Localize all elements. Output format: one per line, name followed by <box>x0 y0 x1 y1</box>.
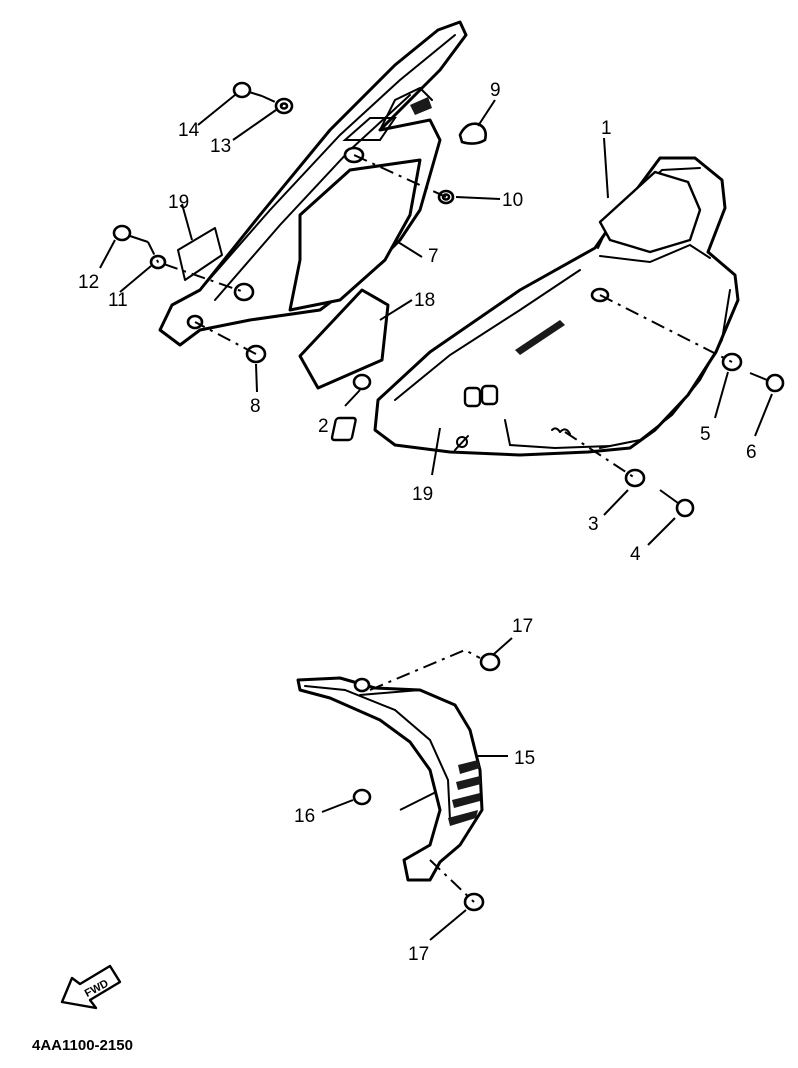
callout-8: 8 <box>250 396 261 417</box>
grommet-part-8 <box>245 344 267 364</box>
assembly-lines <box>147 95 733 903</box>
callout-18: 18 <box>414 290 435 311</box>
side-cover-part-1 <box>373 156 740 457</box>
callout-19-left: 19 <box>168 192 189 213</box>
bolt-part-4 <box>659 489 695 518</box>
callout-17-top: 17 <box>512 616 533 637</box>
callout-9: 9 <box>490 80 501 101</box>
leader-lines <box>99 94 773 941</box>
callout-11: 11 <box>108 290 128 311</box>
bolt-part-17-top <box>479 652 501 672</box>
lower-cover-part-15 <box>296 676 484 882</box>
grommet-part-3 <box>624 468 646 488</box>
callout-3: 3 <box>588 514 599 535</box>
washer-part-13 <box>274 97 294 115</box>
callout-10: 10 <box>502 190 523 211</box>
callout-1: 1 <box>601 118 612 139</box>
callout-5: 5 <box>700 424 711 445</box>
frame-cover-part-7 <box>158 20 468 347</box>
callout-12: 12 <box>78 272 99 293</box>
grommet-part-16 <box>352 788 372 806</box>
diagram-code: 4AA1100-2150 <box>32 1037 133 1054</box>
callout-6: 6 <box>746 442 757 463</box>
pad-part-18 <box>298 288 390 390</box>
bolt-part-6 <box>749 372 785 393</box>
callout-4: 4 <box>630 544 641 565</box>
callout-17-bottom: 17 <box>408 944 429 965</box>
bolt-part-12 <box>112 224 149 243</box>
grommet-part-9 <box>458 122 487 145</box>
callout-16: 16 <box>294 806 315 827</box>
bolt-part-14 <box>232 81 263 99</box>
callout-7: 7 <box>428 246 439 267</box>
grommet-part-2 <box>352 373 372 391</box>
callout-14: 14 <box>178 120 200 141</box>
callout-13: 13 <box>210 136 231 157</box>
label-part-19-left <box>177 227 223 281</box>
callout-15: 15 <box>514 748 535 769</box>
emblem-500: 500 <box>330 384 499 451</box>
fwd-arrow-icon: FWD <box>60 964 122 1010</box>
callout-labels: 1 2 3 4 5 6 7 8 9 10 11 12 13 14 15 16 1… <box>78 80 757 965</box>
callout-19-right: 19 <box>412 484 433 505</box>
callout-2: 2 <box>318 416 329 437</box>
